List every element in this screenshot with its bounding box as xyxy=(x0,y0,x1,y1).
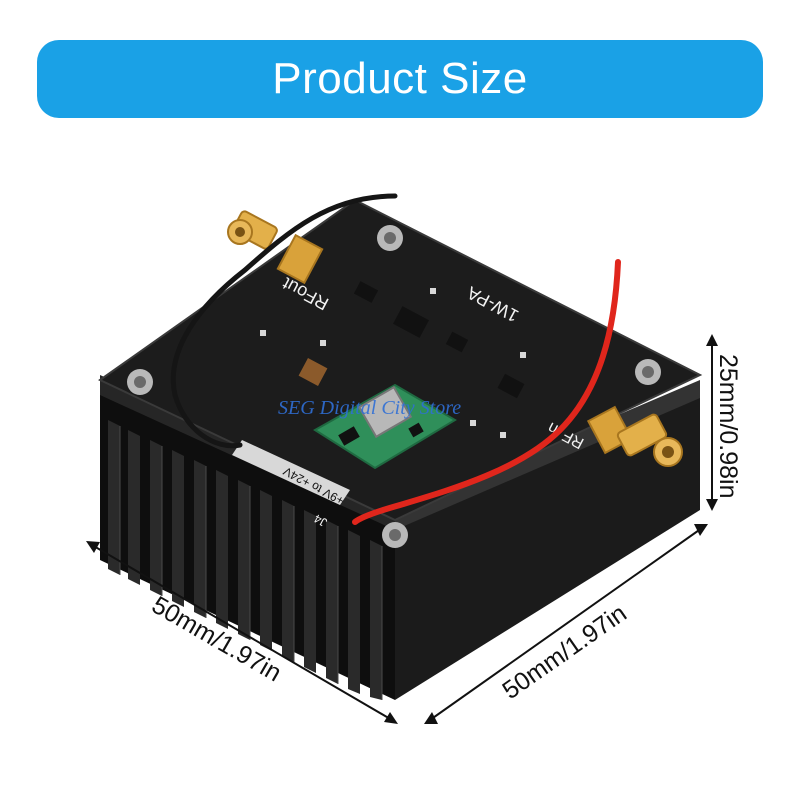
board-connector-label: J4 xyxy=(311,511,329,529)
banner-title: Product Size xyxy=(272,54,528,103)
height-dimension-label: 25mm/0.98in xyxy=(714,354,742,499)
sma-connector-output-icon xyxy=(227,210,324,285)
product-size-banner: Product Size xyxy=(37,40,763,118)
screw-icon xyxy=(127,225,661,548)
height-dimension: 25mm/0.98in xyxy=(706,334,742,511)
store-watermark: SEG Digital City Store xyxy=(278,397,461,419)
red-wire xyxy=(352,259,621,525)
dc-converter-module xyxy=(313,383,457,470)
black-wire xyxy=(170,193,398,449)
sma-connector-input-icon xyxy=(586,405,683,467)
